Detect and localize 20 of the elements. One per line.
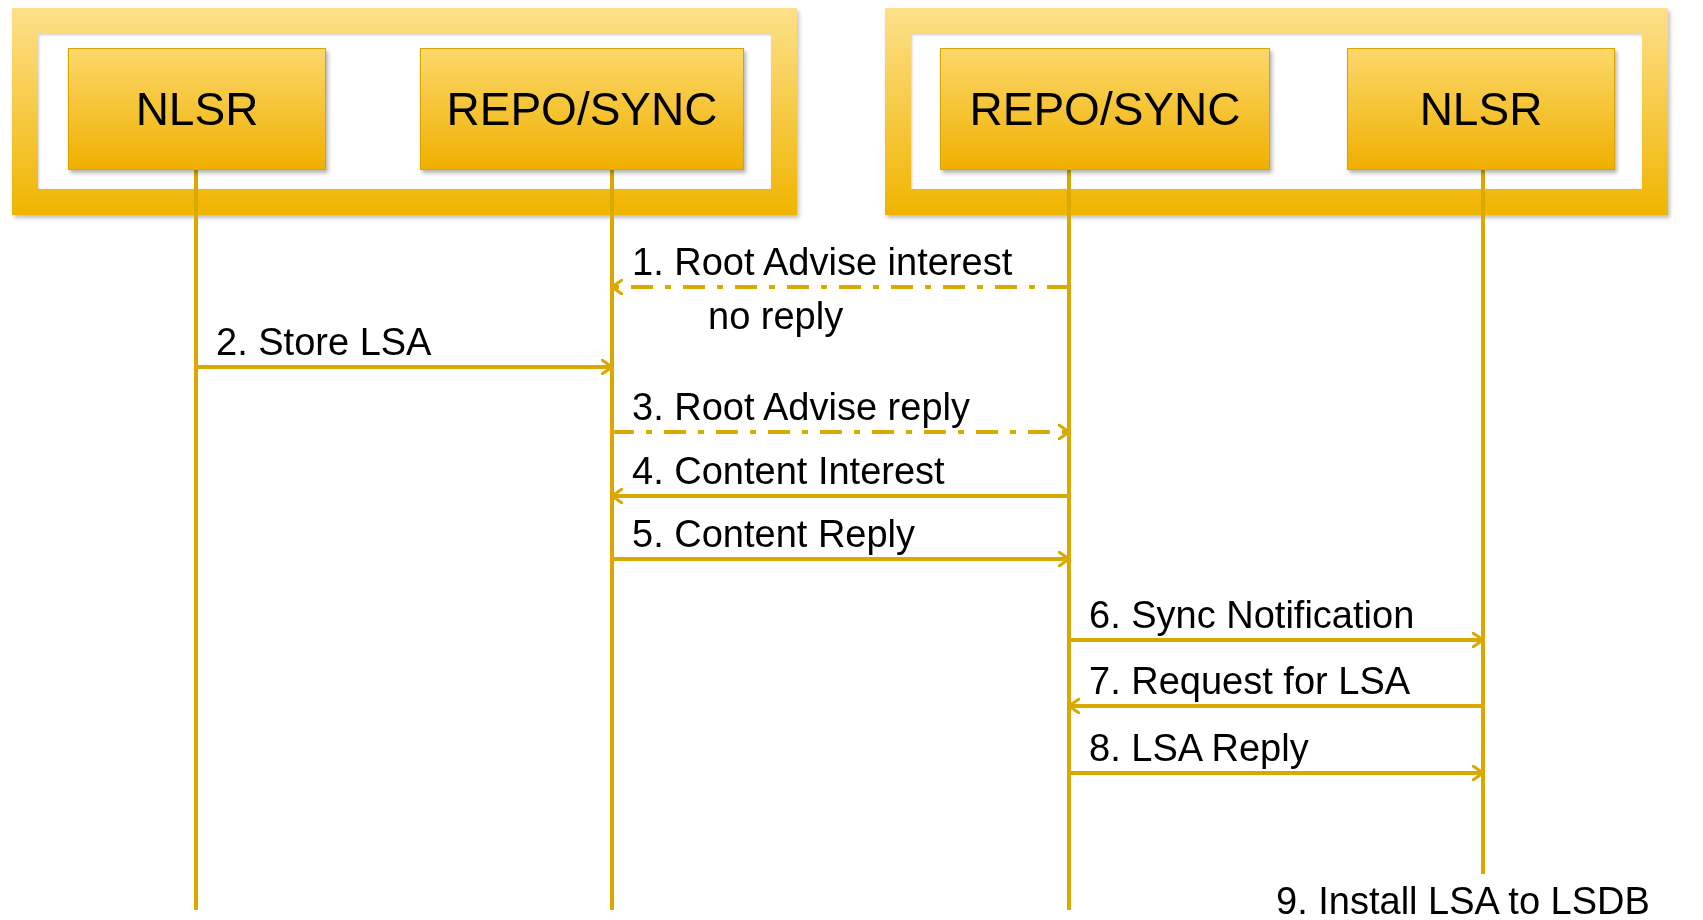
host-frame [12,8,797,215]
participant-box: NLSR [1347,48,1615,170]
edge-label: 1. Root Advise interest [632,243,1013,281]
note-text: no reply [707,295,845,337]
participant-box: REPO/SYNC [420,48,744,170]
edge-label: 2. Store LSA [216,323,432,361]
lifeline [194,168,198,910]
note-text: 9. Install LSA to LSDB [1275,880,1651,920]
lifeline [1067,168,1071,910]
lifeline [1481,168,1485,874]
participant-box: NLSR [68,48,326,170]
edge-label: 5. Content Reply [632,515,916,553]
host-frame [885,8,1668,215]
edge-label: 3. Root Advise reply [632,388,970,426]
edge-label: 6. Sync Notification [1089,596,1415,634]
edge-label: 4. Content Interest [632,452,945,490]
edge-label: 8. LSA Reply [1089,729,1309,767]
edge-label: 7. Request for LSA [1089,662,1411,700]
participant-box: REPO/SYNC [940,48,1270,170]
lifeline [610,168,614,910]
